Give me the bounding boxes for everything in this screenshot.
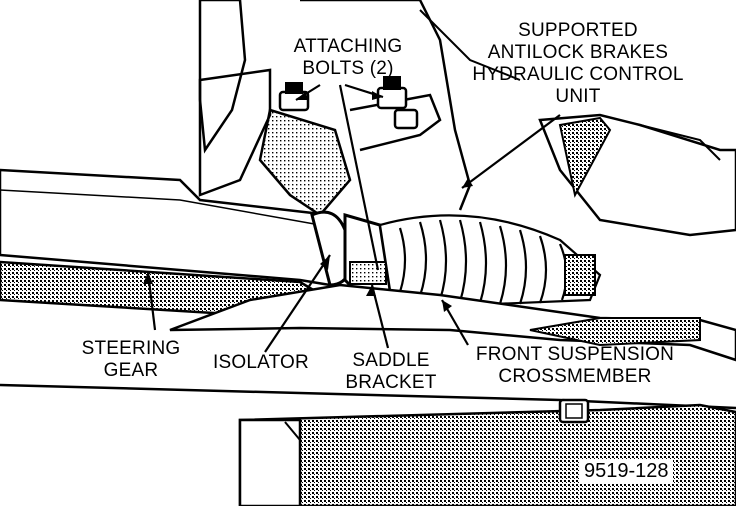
label-isolator: ISOLATOR	[206, 352, 316, 374]
label-steering-gear-line1: STEERING	[81, 338, 181, 359]
lower-shaded-member	[238, 403, 736, 506]
label-crossmember: FRONT SUSPENSION CROSSMEMBER	[460, 344, 690, 388]
frame-nut	[558, 398, 590, 424]
attaching-bolt-right	[376, 76, 419, 130]
label-attaching-bolts-line2: BOLTS (2)	[302, 58, 394, 79]
steering-boot	[378, 214, 602, 307]
label-attaching-bolts: ATTACHING BOLTS (2)	[278, 36, 418, 80]
label-saddle-bracket-line2: BRACKET	[345, 372, 437, 393]
arrowheads	[143, 91, 473, 312]
leader-bolts-saddle	[338, 84, 380, 271]
label-saddle-bracket-line1: SADDLE	[352, 350, 430, 371]
label-crossmember-line1: FRONT SUSPENSION	[475, 344, 675, 365]
label-steering-gear-line2: GEAR	[103, 360, 159, 381]
label-steering-gear: STEERING GEAR	[76, 338, 186, 382]
figure-number: 9519-128	[580, 460, 673, 483]
label-saddle-bracket: SADDLE BRACKET	[336, 350, 446, 394]
leader-isolator	[264, 254, 331, 353]
leader-hcu	[461, 114, 561, 189]
label-hcu-line4: UNIT	[555, 86, 601, 107]
label-attaching-bolts-line1: ATTACHING	[293, 36, 403, 57]
label-hcu: SUPPORTED ANTILOCK BRAKES HYDRAULIC CONT…	[458, 20, 698, 108]
label-hcu-line2: ANTILOCK BRAKES	[487, 42, 669, 63]
label-hcu-line1: SUPPORTED	[518, 20, 638, 41]
mount-bracket	[258, 108, 352, 217]
label-crossmember-line2: CROSSMEMBER	[498, 366, 652, 387]
label-hcu-line3: HYDRAULIC CONTROL	[472, 64, 684, 85]
label-isolator-text: ISOLATOR	[213, 352, 309, 373]
